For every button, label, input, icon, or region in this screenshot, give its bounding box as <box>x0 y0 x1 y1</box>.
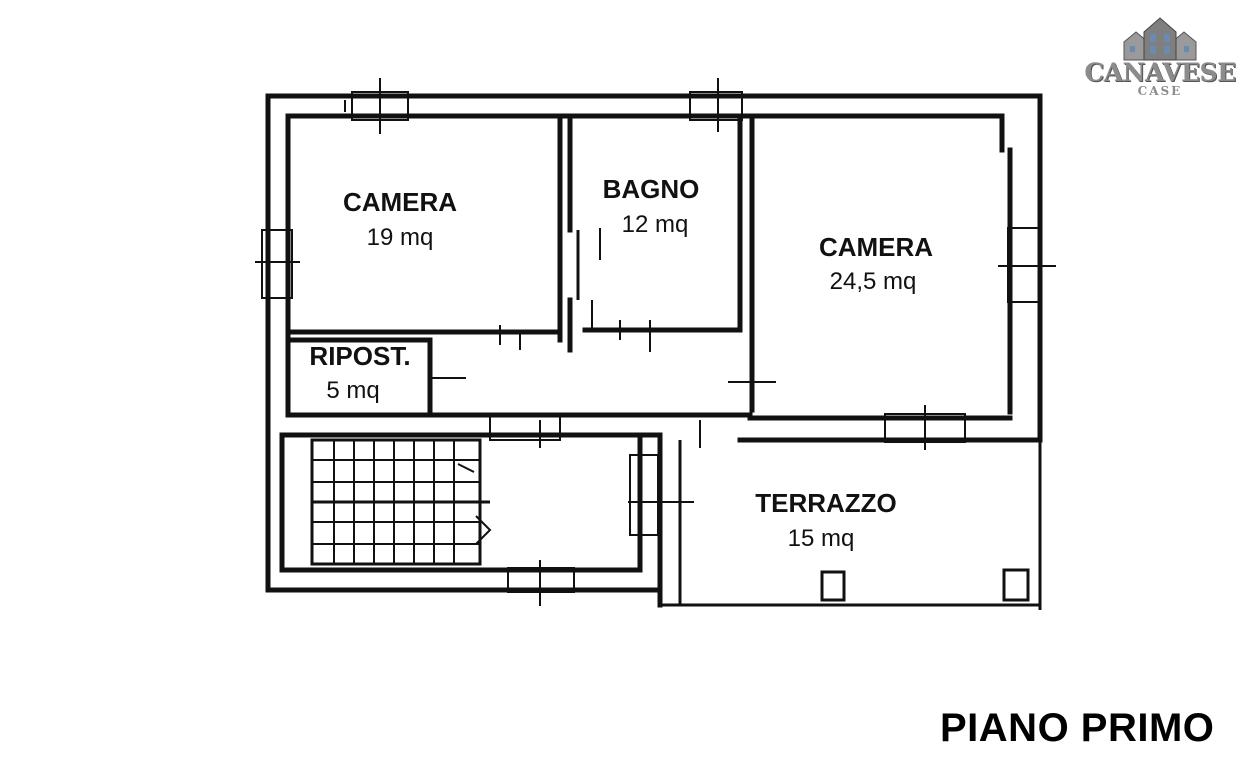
room-name: RIPOST. <box>309 341 410 371</box>
room-name: TERRAZZO <box>755 488 897 518</box>
brand-logo: CANAVESE CASE <box>1084 14 1236 100</box>
room-name: CAMERA <box>819 232 933 262</box>
room-labels: CAMERA 19 mq BAGNO 12 mq CAMERA 24,5 mq … <box>309 174 933 552</box>
logo-sub: CASE <box>1137 84 1183 98</box>
interior-walls <box>285 113 755 418</box>
room-area: 15 mq <box>788 525 855 552</box>
room-area: 12 mq <box>622 211 689 238</box>
room-name: BAGNO <box>603 174 700 204</box>
window-marks <box>255 78 1056 606</box>
staircase <box>310 438 492 566</box>
room-area: 24,5 mq <box>830 268 917 295</box>
room-area: 5 mq <box>326 377 379 404</box>
floor-title: PIANO PRIMO <box>940 706 1215 750</box>
logo-brand: CANAVESE <box>1084 58 1236 87</box>
room-area: 19 mq <box>367 224 434 251</box>
terrace-outline <box>660 440 1042 610</box>
room-name: CAMERA <box>343 187 457 217</box>
houses-icon <box>1123 17 1197 61</box>
